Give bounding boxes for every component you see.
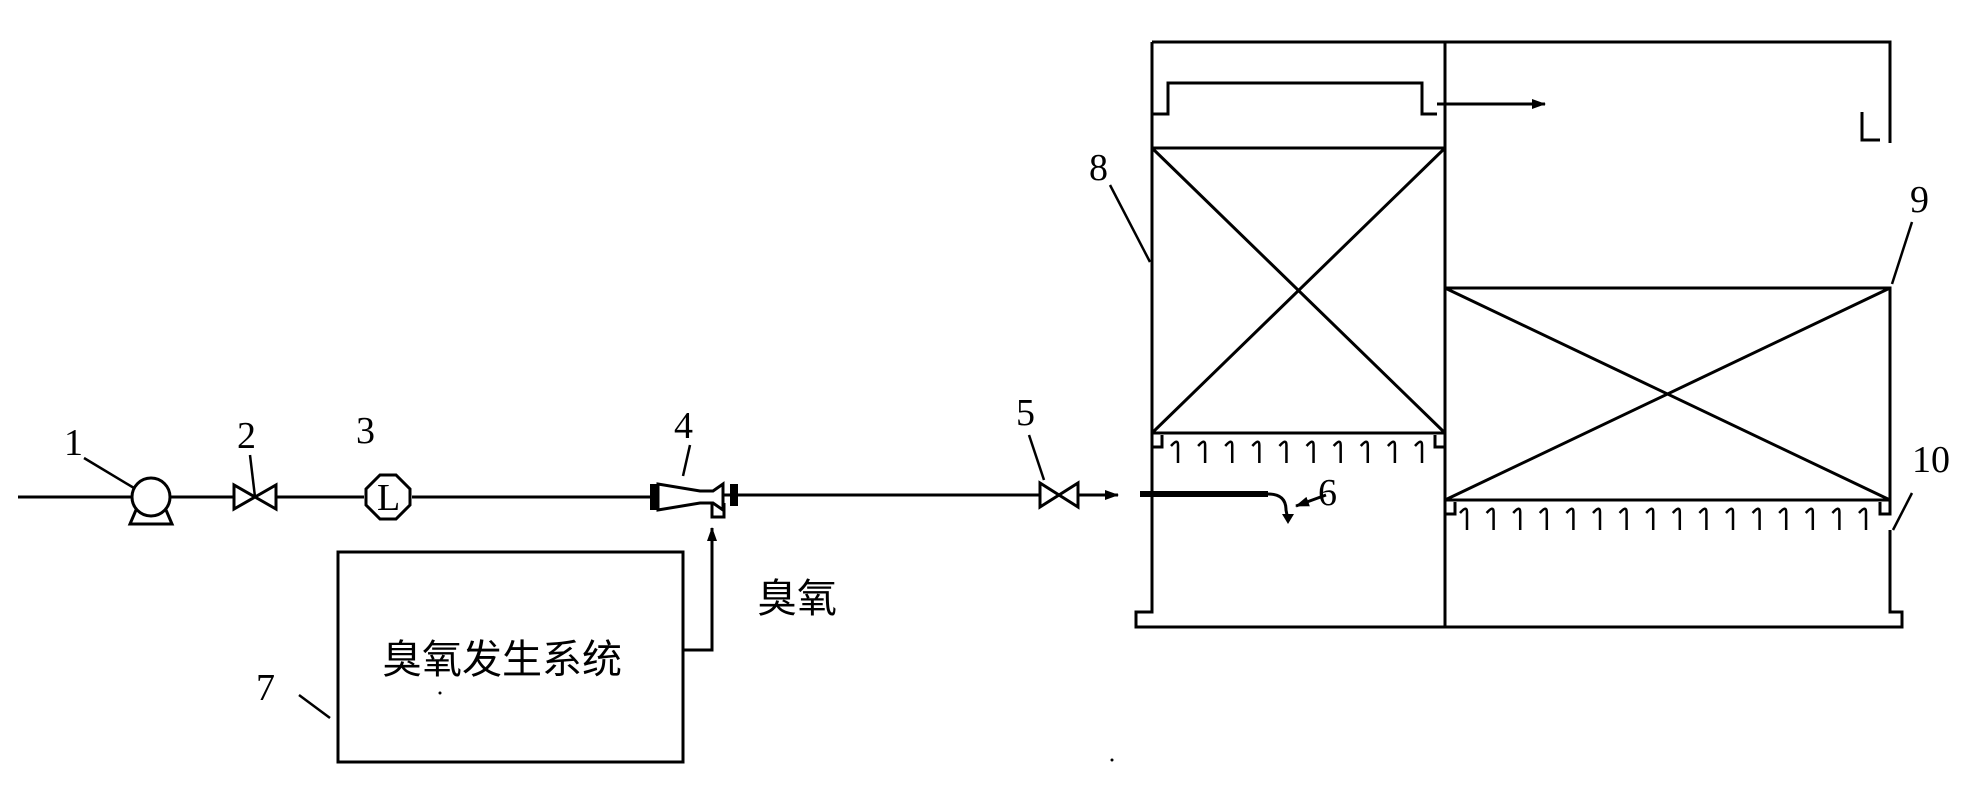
label-9: 9 — [1910, 179, 1929, 221]
diffuser-nozzle — [1831, 507, 1841, 530]
diffuser-nozzle — [1359, 440, 1370, 463]
diffuser-nozzle — [1170, 440, 1180, 463]
diffuser-nozzle — [1538, 507, 1549, 530]
diffuser-nozzle — [1459, 507, 1469, 530]
speck — [438, 691, 442, 695]
leader-2 — [248, 454, 257, 498]
valve-5-icon — [1038, 480, 1080, 510]
valve-2-icon — [232, 482, 278, 512]
diffuser-nozzle — [1698, 507, 1708, 530]
diffuser-nozzle — [1414, 440, 1424, 463]
right-diffuser-row — [1459, 507, 1868, 530]
flowmeter-letter: L — [377, 477, 400, 519]
label-5: 5 — [1016, 392, 1035, 434]
diffuser-nozzle — [1251, 440, 1261, 463]
label-3: 3 — [356, 410, 375, 452]
diffuser-nozzle — [1804, 507, 1815, 530]
diffuser-nozzle — [1512, 507, 1522, 530]
diffuser-nozzle — [1592, 507, 1602, 530]
diffuser-nozzle — [1332, 440, 1342, 463]
diffuser-nozzle — [1278, 440, 1288, 463]
diffuser-nozzle — [1778, 507, 1788, 530]
diffuser-nozzle — [1386, 440, 1397, 463]
label-7: 7 — [256, 667, 275, 709]
label-6: 6 — [1318, 472, 1337, 514]
label-2: 2 — [237, 415, 256, 457]
diffuser-nozzle — [1671, 507, 1682, 530]
leader-4 — [681, 444, 692, 477]
diffuser-nozzle — [1197, 440, 1207, 463]
leader-6 — [1295, 493, 1327, 508]
leader-10 — [1891, 492, 1914, 531]
ozone-generator-box — [336, 550, 685, 764]
ozone-label: 臭氧 — [757, 576, 837, 622]
diffuser-nozzle — [1645, 507, 1655, 530]
diffuser-nozzle — [1224, 440, 1234, 463]
leader-9 — [1890, 221, 1914, 285]
diffuser-nozzle — [1565, 507, 1575, 530]
main-pipe — [18, 493, 1100, 499]
flowmeter-icon: L — [364, 473, 412, 521]
left-diffuser-row — [1170, 440, 1424, 463]
diffuser-nozzle — [1618, 507, 1628, 530]
pump-icon — [127, 476, 175, 526]
right-packing-bed — [1443, 286, 1892, 516]
leader-1 — [83, 456, 135, 490]
label-4: 4 — [674, 405, 693, 447]
leader-8 — [1108, 184, 1152, 263]
label-1: 1 — [64, 422, 83, 464]
ozone-generator-label: 臭氧发生系统 — [382, 637, 622, 683]
inlet-distribution-pipe — [1140, 491, 1294, 524]
diffuser-nozzle — [1858, 507, 1868, 530]
label-8: 8 — [1089, 147, 1108, 189]
diffuser-nozzle — [1751, 507, 1761, 530]
left-packing-bed — [1150, 146, 1447, 449]
diffuser-nozzle — [1485, 507, 1495, 530]
ozone-feed-line — [683, 527, 717, 652]
label-10: 10 — [1912, 439, 1950, 481]
diffuser-nozzle — [1725, 507, 1735, 530]
leader-5 — [1027, 434, 1046, 481]
diffuser-nozzle — [1305, 440, 1315, 463]
speck — [1110, 758, 1114, 762]
ejector-icon — [650, 481, 738, 519]
leader-7 — [298, 693, 331, 720]
reactor-tank — [1134, 40, 1904, 629]
